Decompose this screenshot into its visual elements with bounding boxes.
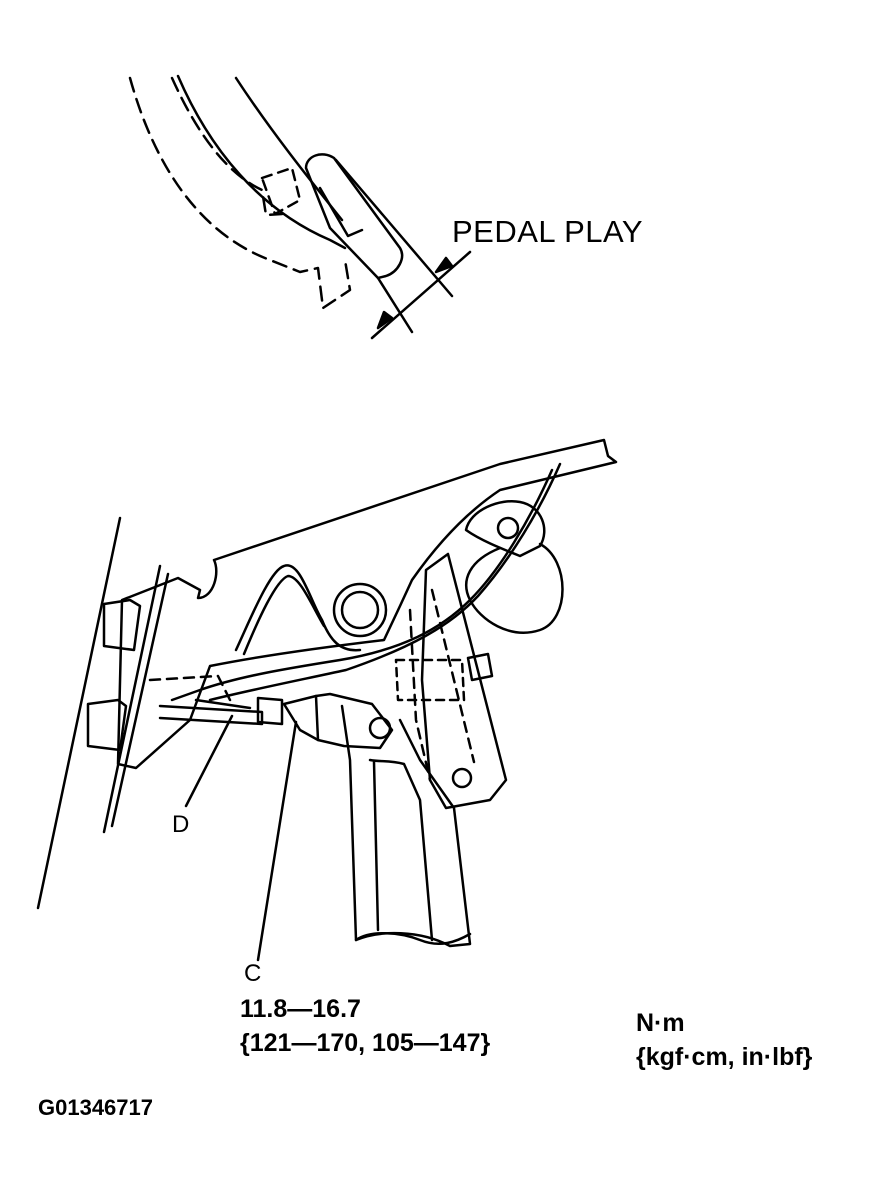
pedal-bracket-assembly [36,438,618,962]
pedal-play-ref-line-1 [334,158,454,298]
bracket-rib [234,564,362,652]
pedal-arm-break [354,932,472,945]
pedal-play-ref-line-2 [376,276,414,334]
pedal-pad-base [318,186,364,238]
mount-stud-upper [102,598,142,652]
torque-spec: 11.8—16.7 {121—170, 105—147} [240,992,490,1060]
pedal-dashed-arm [170,76,284,217]
pedal-play-label: PEDAL PLAY [452,214,644,249]
pedal-arm-solid [176,74,347,250]
pedal-dashed-outline [128,76,352,310]
pedal-play-inset [128,74,472,340]
return-spring [465,542,564,634]
pivot-boss-outer [332,582,388,638]
pedal-arm-front [372,760,380,932]
pedal-dashed-pad [260,166,302,216]
clevis [282,692,394,750]
units-legend: N·m {kgf·cm, in·lbf} [636,1006,812,1074]
pedal-arm [340,704,472,948]
bracket-plate [116,438,618,770]
push-rod-shaft [194,698,252,710]
firewall-line [36,516,122,910]
torque-range-nm: 11.8—16.7 [240,995,361,1023]
switch-dashed-box [394,658,466,702]
units-secondary: {kgf·cm, in·lbf} [636,1043,813,1071]
switch-bracket [420,552,508,810]
spring-wire-2 [208,462,562,702]
dash-panel-line [102,564,162,834]
leader-c [256,720,298,962]
switch-bracket-dashed [430,588,476,764]
part-d-callout: D [172,811,190,838]
pedal-play-arrow-1 [434,256,454,274]
switch-bracket-dashed-2 [408,608,432,782]
adjust-nut [466,652,494,682]
bracket-dashed-rib [148,674,232,702]
figure-id: G01346717 [38,1095,153,1120]
pedal-play-dim-line [370,250,472,340]
pedal-arm-inner [368,758,434,942]
bracket-rib-inner [242,574,326,656]
upper-pivot-bolt [496,516,520,540]
pedal-pad [304,153,404,280]
torque-range-alt: {121—170, 105—147} [240,1029,491,1057]
leader-d [184,714,234,808]
push-rod [158,704,264,726]
lock-nut [256,696,284,726]
switch-bracket-hole [451,767,473,789]
part-c-callout: C [244,960,262,987]
pedal-play-arrow-2 [376,310,394,330]
mount-stud-lower [86,698,128,752]
dash-panel-inner [110,572,170,828]
upper-pivot-plate [464,499,546,558]
pivot-boss-inner [340,590,380,630]
clevis-body [314,694,320,742]
clevis-pin [368,716,392,740]
units-primary: N·m [636,1009,685,1037]
spring-wire [170,468,554,702]
